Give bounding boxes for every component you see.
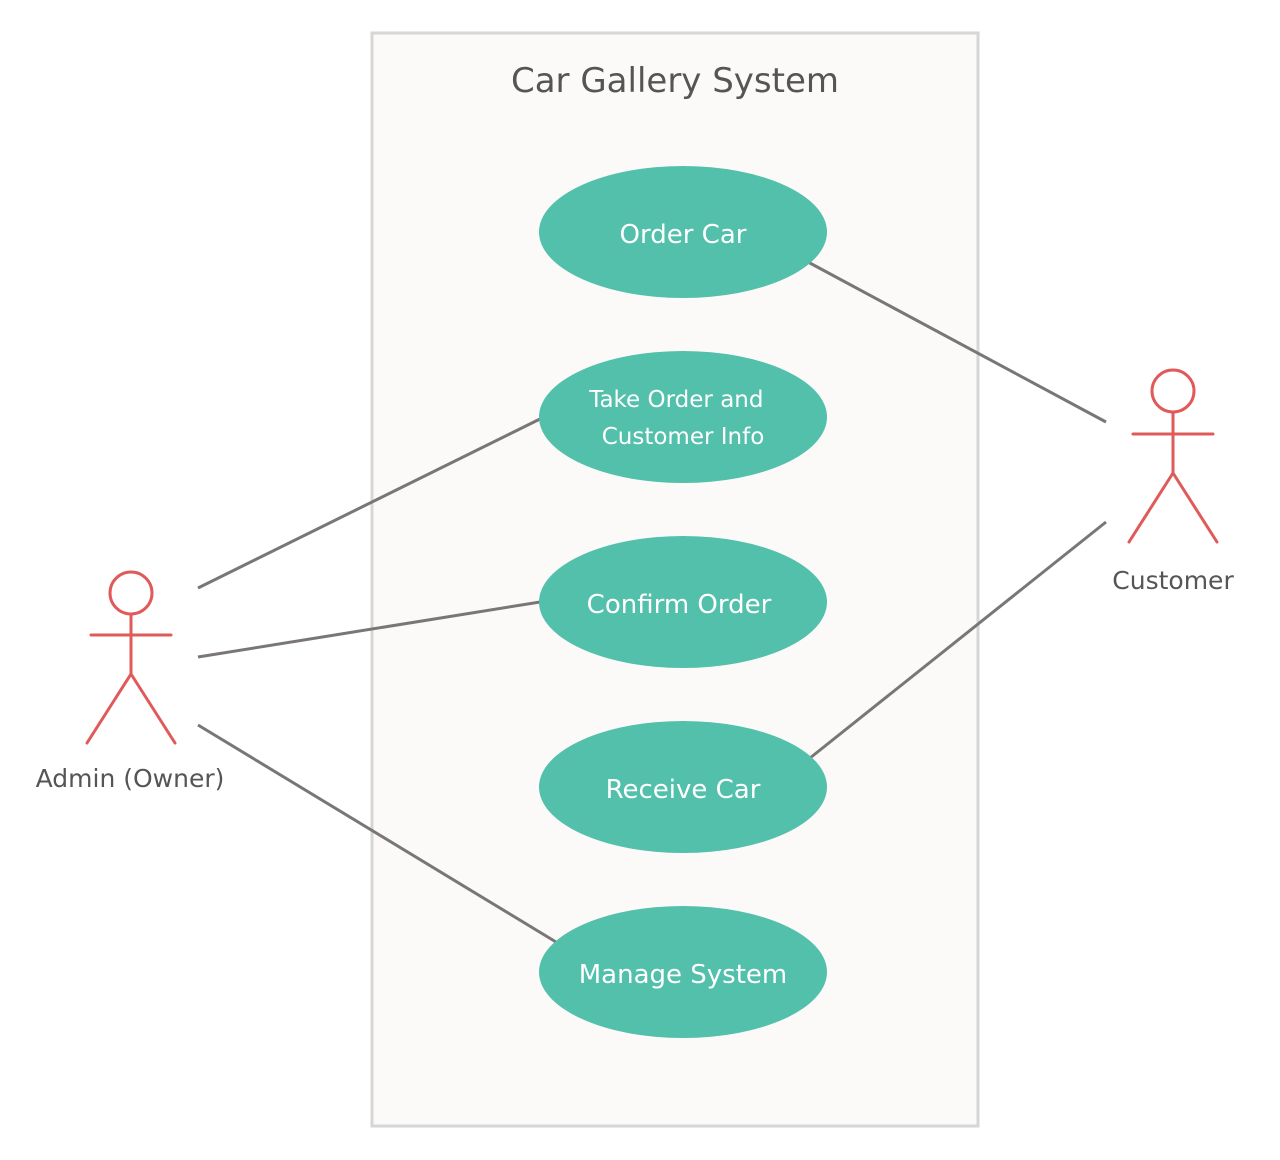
- use-case-take-order-label-line1: Take Order and: [588, 387, 763, 413]
- use-case-order-car-label: Order Car: [620, 220, 747, 250]
- use-case-receive-car-label: Receive Car: [606, 775, 761, 805]
- actor-admin-right-leg: [129, 672, 177, 745]
- use-case-manage-system-shape[interactable]: [539, 906, 827, 1038]
- use-case-take-order-label: Take Order and Customer Info: [588, 387, 771, 450]
- system-title: Car Gallery System: [511, 61, 839, 101]
- connector-admin-take-order[interactable]: [197, 416, 543, 590]
- connector-admin-manage-system[interactable]: [197, 723, 557, 944]
- use-case-receive-car[interactable]: Receive Car: [539, 721, 827, 853]
- use-case-manage-system[interactable]: Manage System: [539, 906, 827, 1038]
- use-case-confirm-order-label: Confirm Order: [587, 590, 772, 620]
- actor-admin-left-leg: [85, 672, 133, 745]
- actor-customer-label: Customer: [1112, 566, 1234, 595]
- actor-customer-head: [1150, 368, 1196, 414]
- use-case-receive-car-shape[interactable]: [539, 721, 827, 853]
- connector-customer-order-car[interactable]: [807, 260, 1107, 424]
- actor-customer-left-leg: [1127, 471, 1175, 544]
- use-case-confirm-order[interactable]: Confirm Order: [539, 536, 827, 668]
- use-case-take-order[interactable]: Take Order and Customer Info: [539, 351, 827, 483]
- use-case-order-car[interactable]: Order Car: [539, 166, 827, 298]
- connector-admin-confirm-order[interactable]: [197, 600, 541, 659]
- actor-customer-right-leg: [1171, 471, 1219, 544]
- actor-admin[interactable]: [85, 570, 177, 745]
- use-case-manage-system-label: Manage System: [579, 960, 788, 990]
- use-case-take-order-shape[interactable]: [539, 351, 827, 483]
- use-case-order-car-shape[interactable]: [539, 166, 827, 298]
- connectors: [197, 260, 1107, 944]
- actor-admin-head: [108, 570, 154, 616]
- actor-customer[interactable]: [1127, 368, 1219, 544]
- actor-admin-label: Admin (Owner): [36, 764, 225, 793]
- connector-customer-receive-car[interactable]: [809, 520, 1107, 760]
- use-case-confirm-order-shape[interactable]: [539, 536, 827, 668]
- use-case-take-order-label-line2: Customer Info: [602, 424, 765, 450]
